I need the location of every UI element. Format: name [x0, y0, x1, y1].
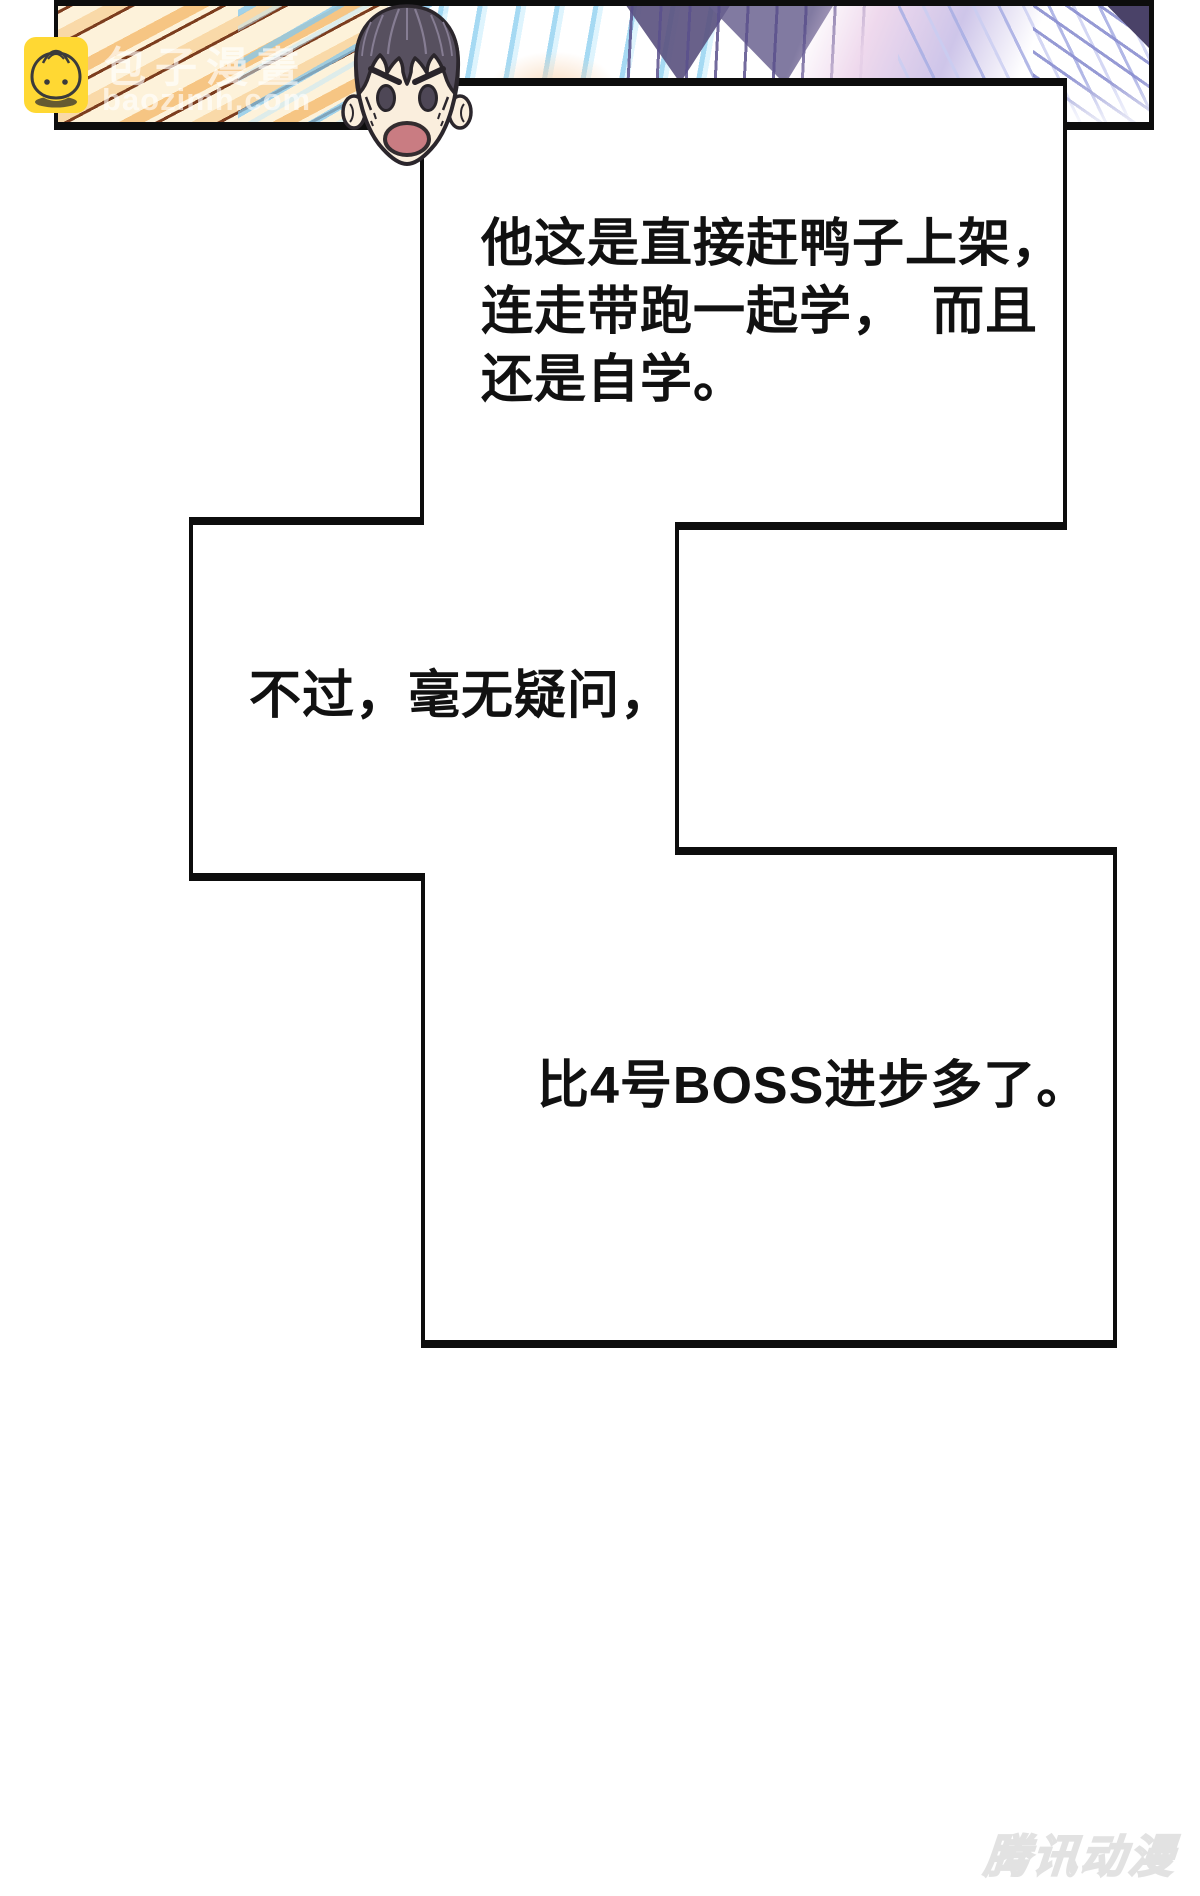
baozi-bun-icon: [24, 37, 88, 113]
speech-bubble-1-text: 他这是直接赶鸭子上架， 连走带跑一起学， 而且 还是自学。: [481, 215, 1065, 409]
speech-bubble-3-text: 比4号BOSS进步多了。: [537, 1057, 1090, 1115]
angry-chibi-man-face-icon: [341, 4, 473, 166]
site-watermark-url: baozimh.com: [102, 82, 312, 117]
speech-bubble-2-text: 不过，毫无疑问，: [249, 667, 674, 725]
site-watermark-title: 包子漫畫: [104, 44, 309, 91]
